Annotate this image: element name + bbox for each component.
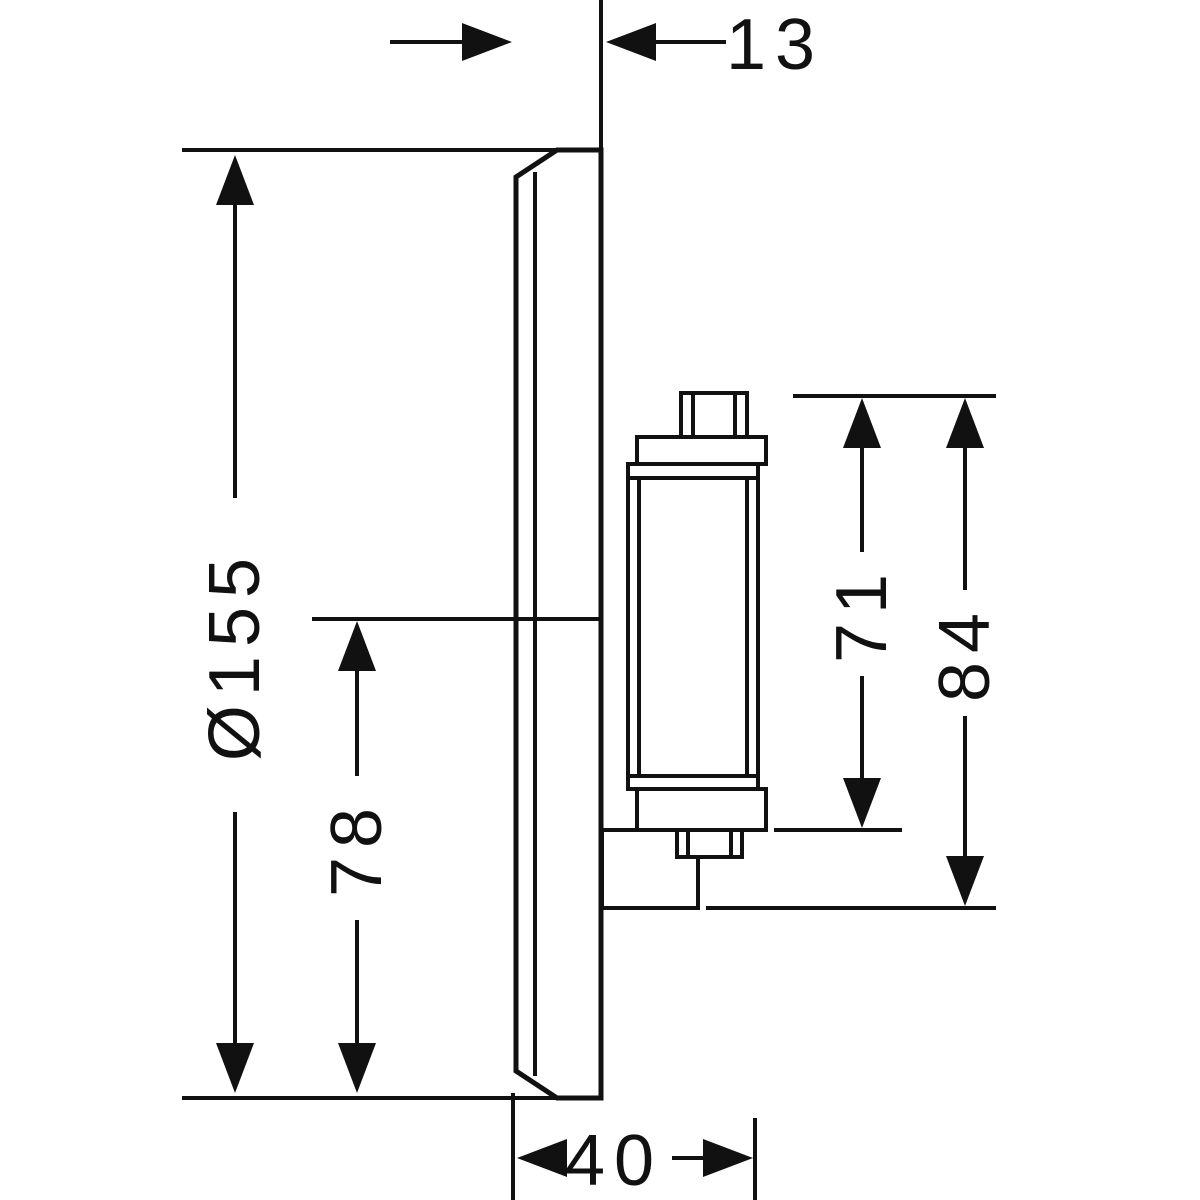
arrowhead-down-icon	[946, 856, 984, 906]
dimension-center-to-bottom: 78	[312, 617, 601, 1093]
arrowhead-up-icon	[946, 398, 984, 448]
dimension-plate-diameter: Ø155	[182, 148, 557, 1100]
dimension-label-plate-depth: 13	[726, 5, 824, 85]
dimension-body-height-outer: 84	[706, 398, 1005, 910]
valve-body	[600, 391, 768, 910]
arrowhead-down-icon	[338, 1043, 376, 1093]
plate-outline	[513, 147, 604, 1101]
valve-top-cap	[635, 435, 768, 466]
valve-main-body	[626, 462, 760, 791]
dimension-label-center-to-bottom: 78	[317, 799, 397, 897]
dimension-plate-depth: 13	[390, 0, 824, 150]
arrowhead-right-icon	[462, 23, 512, 61]
dimension-label-plate-diameter: Ø155	[195, 549, 275, 761]
dimension-body-height-inner: 71	[774, 394, 996, 832]
arrowhead-left-icon	[606, 23, 656, 61]
arrowhead-down-icon	[216, 1043, 254, 1093]
valve-bottom-cap	[635, 787, 768, 832]
arrowhead-right-icon	[703, 1139, 753, 1177]
arrowhead-down-icon	[843, 778, 881, 828]
escutcheon-plate	[513, 147, 604, 1101]
dimension-label-body-height-outer: 84	[925, 604, 1005, 702]
arrowhead-up-icon	[843, 398, 881, 448]
dimension-label-body-height-inner: 71	[822, 565, 902, 663]
valve-top-stem	[679, 391, 749, 439]
dimension-installation-depth: 40	[511, 1093, 757, 1200]
arrowhead-up-icon	[338, 621, 376, 671]
dimension-label-installation-depth: 40	[565, 1121, 663, 1200]
arrowhead-up-icon	[216, 155, 254, 205]
arrowhead-left-icon	[517, 1139, 567, 1177]
